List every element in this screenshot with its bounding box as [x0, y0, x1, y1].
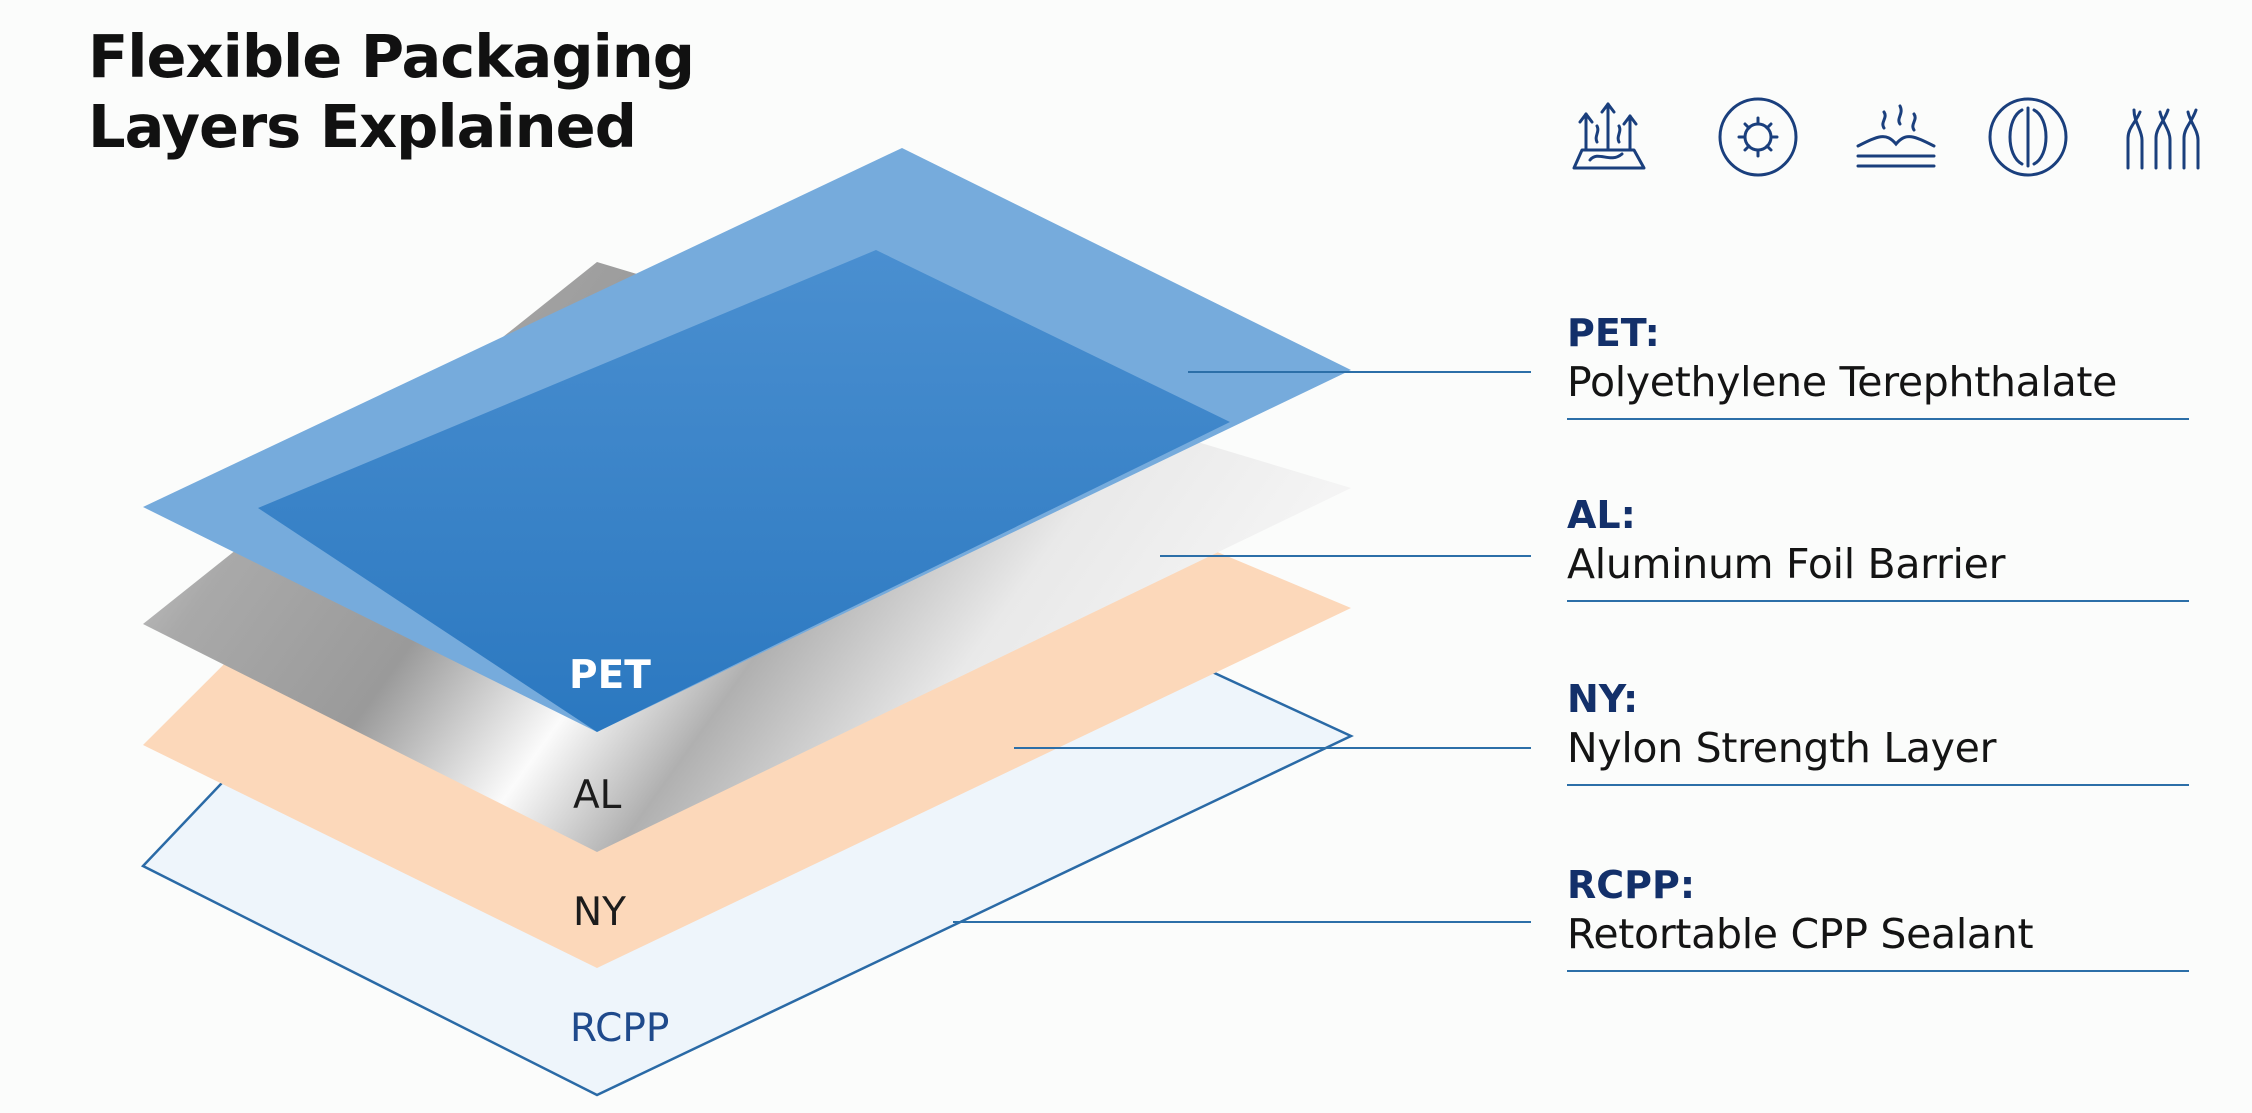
- layer-label-pet: PET: [569, 653, 651, 698]
- legend-rule-ny: [1567, 784, 2189, 786]
- legend-desc-pet: Polyethylene Terephthalate: [1567, 358, 2118, 406]
- strength-fibers-icon: [2126, 108, 2200, 170]
- pet-layer-inner: [258, 250, 1230, 732]
- oxygen-barrier-icon: [1988, 97, 2068, 177]
- legend-item-pet: PET: Polyethylene Terephthalate: [1567, 310, 2189, 420]
- legend-item-al: AL: Aluminum Foil Barrier: [1567, 492, 2189, 602]
- antimicrobial-icon: [1718, 97, 1798, 177]
- page-title: Flexible Packaging Layers Explained: [88, 22, 695, 162]
- legend-code-pet: PET:: [1567, 311, 1660, 355]
- layer-label-al: AL: [573, 773, 622, 818]
- title-line-2: Layers Explained: [88, 92, 637, 161]
- legend-desc-rcpp: Retortable CPP Sealant: [1567, 910, 2034, 958]
- legend-rule-al: [1567, 600, 2189, 602]
- legend-rule-rcpp: [1567, 970, 2189, 972]
- moisture-barrier-icon: [1856, 104, 1936, 168]
- title-line-1: Flexible Packaging: [88, 22, 695, 91]
- layer-label-rcpp: RCPP: [570, 1006, 669, 1051]
- legend-item-rcpp: RCPP: Retortable CPP Sealant: [1567, 862, 2189, 972]
- layer-label-ny: NY: [573, 890, 626, 935]
- legend-desc-ny: Nylon Strength Layer: [1567, 724, 1997, 772]
- feature-icons: [1560, 92, 2200, 182]
- legend-code-al: AL:: [1567, 493, 1636, 537]
- legend-code-rcpp: RCPP:: [1567, 863, 1696, 907]
- legend-item-ny: NY: Nylon Strength Layer: [1567, 676, 2189, 786]
- legend-desc-al: Aluminum Foil Barrier: [1567, 540, 2006, 588]
- legend-rule-pet: [1567, 418, 2189, 420]
- legend-code-ny: NY:: [1567, 677, 1639, 721]
- heat-resistance-icon: [1572, 102, 1646, 170]
